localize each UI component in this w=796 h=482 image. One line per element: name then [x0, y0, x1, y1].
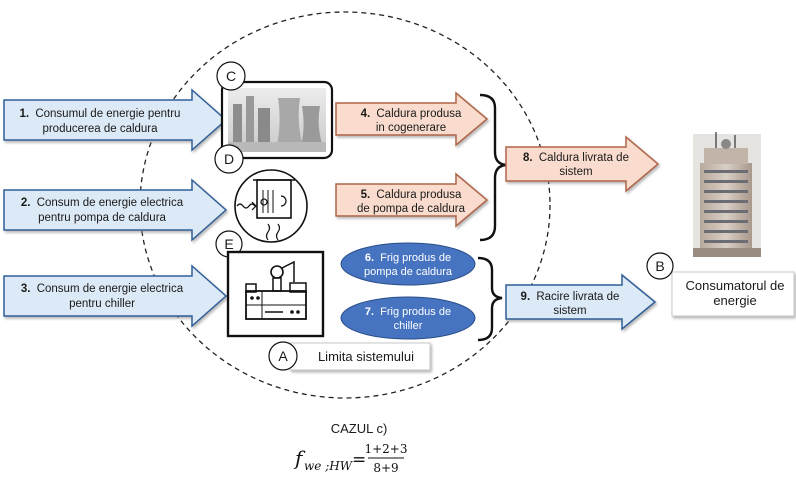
case-caption: CAZUL c) [331, 421, 388, 436]
formula-numerator: 1+2+3 [364, 442, 407, 456]
chiller-icon [245, 260, 307, 320]
svg-text:8. Caldura livrata de: 8. Caldura livrata de [523, 152, 629, 164]
heat-5-line2: de pompa de caldura [357, 203, 466, 215]
label-d: D [214, 144, 244, 174]
heat-arrow-4: 4. Caldura produsa in cogenerare [335, 91, 489, 147]
input-1-line1: Consumul de energie pentru [35, 108, 180, 120]
svg-text:2. Consum de energie ele: 2. Consum de energie electrica [21, 197, 184, 209]
svg-text:6. Frig produs de: 6. Frig produs de [365, 252, 451, 264]
cold-6-line2: pompa de caldura [364, 266, 453, 278]
heat-5-num: 5. [361, 189, 371, 201]
output-arrow-8: 8. Caldura livrata de sistem [505, 135, 660, 193]
svg-text:1. Consumul de energie p: 1. Consumul de energie pentru [20, 108, 181, 120]
svg-text:C: C [226, 68, 236, 84]
label-c: C [216, 61, 246, 91]
input-arrow-3: 3. Consum de energie electrica pentru ch… [3, 264, 228, 328]
heat-4-line1: Caldura produsa [376, 108, 462, 120]
output-9-num: 9. [521, 291, 531, 303]
energy-consumer-line1: Consumatorul de [686, 278, 785, 293]
output-8-line2: sistem [559, 166, 592, 178]
formula: f we ;HW = 1+2+3 8+9 [293, 442, 408, 475]
svg-text:9. Racire livrata de: 9. Racire livrata de [521, 291, 620, 303]
heat-4-num: 4. [361, 108, 371, 120]
chiller-unit [226, 250, 325, 338]
svg-text:B: B [655, 258, 664, 274]
label-b: B [646, 252, 674, 280]
heat-4-line2: in cogenerare [376, 122, 446, 134]
input-arrow-2: 2. Consum de energie electrica pentru po… [3, 178, 228, 242]
svg-text:A: A [278, 348, 288, 364]
cogeneration-unit [220, 80, 334, 160]
power-plant-icon [228, 88, 326, 152]
system-limit-text: Limita sistemului [318, 349, 414, 364]
formula-subscript: we ;HW [304, 459, 354, 473]
energy-consumer-line2: energie [713, 293, 756, 308]
input-3-line1: Consum de energie electrica [37, 283, 184, 295]
cold-7-line2: chiller [394, 320, 423, 332]
svg-text:3. Consum de energie ele: 3. Consum de energie electrica [21, 283, 184, 295]
output-8-num: 8. [523, 152, 533, 164]
heat-pump-icon [234, 169, 308, 243]
label-a: A [268, 341, 298, 371]
cold-7-num: 7. [365, 306, 374, 318]
formula-equals: = [352, 450, 366, 470]
energy-consumer-box: Consumatorul de energie [671, 271, 795, 317]
cold-7-line1: Frig produs de [380, 306, 451, 318]
cold-6-num: 6. [365, 252, 374, 264]
building-icon [693, 132, 761, 257]
svg-text:5. Caldura produsa: 5. Caldura produsa [361, 189, 462, 201]
input-3-line2: pentru chiller [69, 298, 135, 310]
svg-text:4. Caldura produsa: 4. Caldura produsa [361, 108, 462, 120]
input-1-line2: producerea de caldura [42, 123, 158, 135]
svg-text:E: E [224, 236, 233, 252]
input-arrow-1: 1. Consumul de energie pentru producerea… [3, 88, 228, 152]
input-1-num: 1. [20, 108, 30, 120]
system-limit-box: Limita sistemului [289, 342, 431, 371]
input-3-num: 3. [21, 283, 31, 295]
cold-6-line1: Frig produs de [380, 252, 451, 264]
cold-oval-7: 7. Frig produs de chiller [340, 296, 476, 340]
output-8-line1: Caldura livrata de [539, 152, 629, 164]
heat-5-line1: Caldura produsa [376, 189, 462, 201]
svg-text:D: D [224, 151, 234, 167]
cold-bracket [477, 256, 503, 342]
input-2-num: 2. [21, 197, 31, 209]
cold-oval-6: 6. Frig produs de pompa de caldura [340, 242, 476, 286]
output-9-line1: Racire livrata de [536, 291, 619, 303]
input-2-line2: pentru pompa de caldura [38, 212, 166, 224]
output-arrow-9: 9. Racire livrata de sistem [505, 273, 657, 331]
svg-text:7. Frig produs de: 7. Frig produs de [365, 306, 451, 318]
output-9-line2: sistem [553, 305, 586, 317]
heat-arrow-5: 5. Caldura produsa de pompa de caldura [335, 172, 489, 228]
formula-denominator: 8+9 [373, 461, 398, 475]
input-2-line1: Consum de energie electrica [37, 197, 184, 209]
